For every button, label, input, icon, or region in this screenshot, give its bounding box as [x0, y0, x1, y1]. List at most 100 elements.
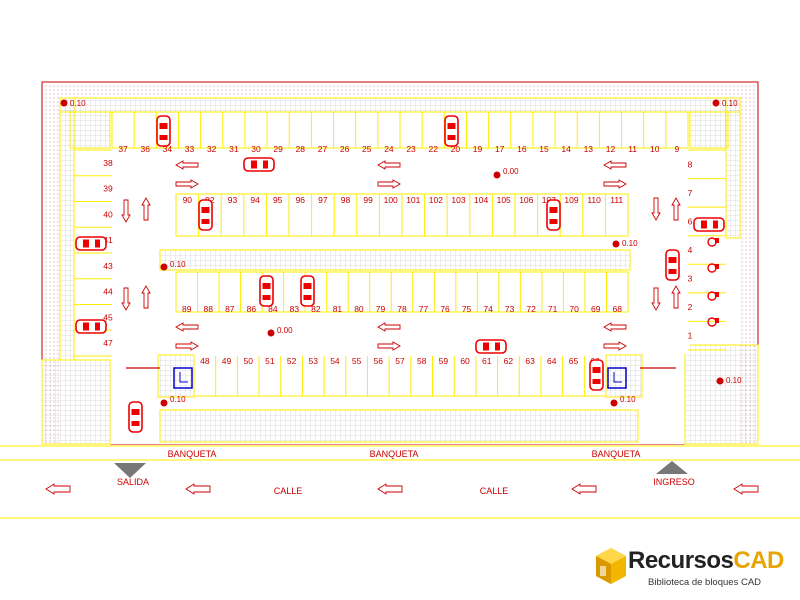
space-number: 93 — [228, 195, 238, 205]
car-icon — [693, 217, 725, 232]
space-number: 59 — [439, 356, 449, 366]
logo-cube-icon — [596, 548, 626, 584]
space-number: 43 — [103, 261, 113, 271]
space-number: 6 — [688, 216, 693, 226]
street: BANQUETA BANQUETA BANQUETA CALLE CALLE S… — [0, 445, 800, 519]
logo-tagline: Biblioteca de bloques CAD — [648, 577, 762, 588]
space-number: 31 — [229, 144, 239, 154]
space-number: 22 — [428, 144, 438, 154]
space-number: 58 — [417, 356, 427, 366]
svg-text:0.10: 0.10 — [170, 395, 186, 404]
space-number: 62 — [504, 356, 514, 366]
space-number: 44 — [103, 287, 113, 297]
space-number: 16 — [517, 144, 527, 154]
space-number: 78 — [397, 304, 407, 314]
accessible-icon — [707, 263, 719, 273]
car-icon — [259, 275, 274, 307]
space-number: 20 — [451, 144, 461, 154]
logo-name: RecursosCAD — [628, 547, 784, 574]
space-number: 25 — [362, 144, 372, 154]
car-icon — [546, 199, 561, 231]
space-number: 49 — [222, 356, 232, 366]
space-number: 88 — [204, 304, 214, 314]
space-number: 80 — [354, 304, 364, 314]
space-number: 48 — [200, 356, 210, 366]
direction-arrow — [377, 341, 401, 351]
space-number: 81 — [333, 304, 343, 314]
space-number: 26 — [340, 144, 350, 154]
space-number: 54 — [330, 356, 340, 366]
street-arrow — [185, 483, 211, 495]
space-number: 40 — [103, 209, 113, 219]
space-number: 8 — [688, 159, 693, 169]
car-icon — [198, 199, 213, 231]
space-number: 70 — [569, 304, 579, 314]
space-number: 28 — [296, 144, 306, 154]
svg-text:0.10: 0.10 — [726, 376, 742, 385]
exit-marker — [114, 463, 146, 478]
space-number: 99 — [363, 195, 373, 205]
space-number: 101 — [406, 195, 420, 205]
space-number: 100 — [384, 195, 398, 205]
space-number: 10 — [650, 144, 660, 154]
space-number: 82 — [311, 304, 321, 314]
space-number: 63 — [525, 356, 535, 366]
space-number: 30 — [251, 144, 261, 154]
level-marker: 0.00 — [267, 326, 293, 337]
space-number: 51 — [265, 356, 275, 366]
level-marker: 0.00 — [493, 167, 519, 179]
sidewalk-label: BANQUETA — [370, 449, 419, 459]
level-marker: 0.10 — [160, 395, 186, 407]
road-label: CALLE — [480, 486, 509, 496]
direction-arrow — [603, 322, 627, 332]
space-number: 12 — [606, 144, 616, 154]
direction-arrow — [671, 285, 681, 309]
svg-text:0.10: 0.10 — [722, 99, 738, 108]
space-number: 39 — [103, 184, 113, 194]
space-number: 86 — [247, 304, 257, 314]
space-number: 89 — [182, 304, 192, 314]
space-number: 15 — [539, 144, 549, 154]
space-number: 94 — [250, 195, 260, 205]
car-icon — [300, 275, 315, 307]
car-icon — [475, 339, 507, 354]
space-number: 4 — [688, 245, 693, 255]
space-number: 11 — [628, 144, 637, 154]
space-number: 69 — [591, 304, 601, 314]
direction-arrow — [377, 160, 401, 170]
space-number: 109 — [564, 195, 578, 205]
space-number: 1 — [688, 331, 693, 341]
space-number: 104 — [474, 195, 488, 205]
space-number: 83 — [290, 304, 300, 314]
traffic-arrows — [121, 160, 681, 351]
svg-text:0.00: 0.00 — [503, 167, 519, 176]
space-number: 19 — [473, 144, 483, 154]
car-icon — [75, 236, 107, 251]
direction-arrow — [651, 197, 661, 221]
direction-arrow — [377, 179, 401, 189]
planters — [41, 97, 759, 445]
space-number: 7 — [688, 188, 693, 198]
car-icon — [665, 249, 680, 281]
space-number: 75 — [462, 304, 472, 314]
space-number: 60 — [460, 356, 470, 366]
level-marker: 0.10 — [610, 395, 636, 407]
space-number: 13 — [584, 144, 594, 154]
space-number: 41 — [103, 235, 113, 245]
direction-arrow — [175, 322, 199, 332]
space-number: 74 — [483, 304, 493, 314]
direction-arrow — [141, 285, 151, 309]
space-number: 72 — [526, 304, 536, 314]
space-number: 3 — [688, 274, 693, 284]
space-number: 95 — [273, 195, 283, 205]
space-number: 36 — [140, 144, 150, 154]
space-number: 17 — [495, 144, 505, 154]
space-number: 47 — [103, 338, 113, 348]
car-icon — [444, 115, 459, 147]
street-arrow — [45, 483, 71, 495]
space-number: 45 — [103, 312, 113, 322]
accessible-icon — [707, 317, 719, 327]
space-number: 29 — [273, 144, 283, 154]
sidewalk-label: BANQUETA — [168, 449, 217, 459]
level-marker: 0.10 — [612, 239, 638, 248]
